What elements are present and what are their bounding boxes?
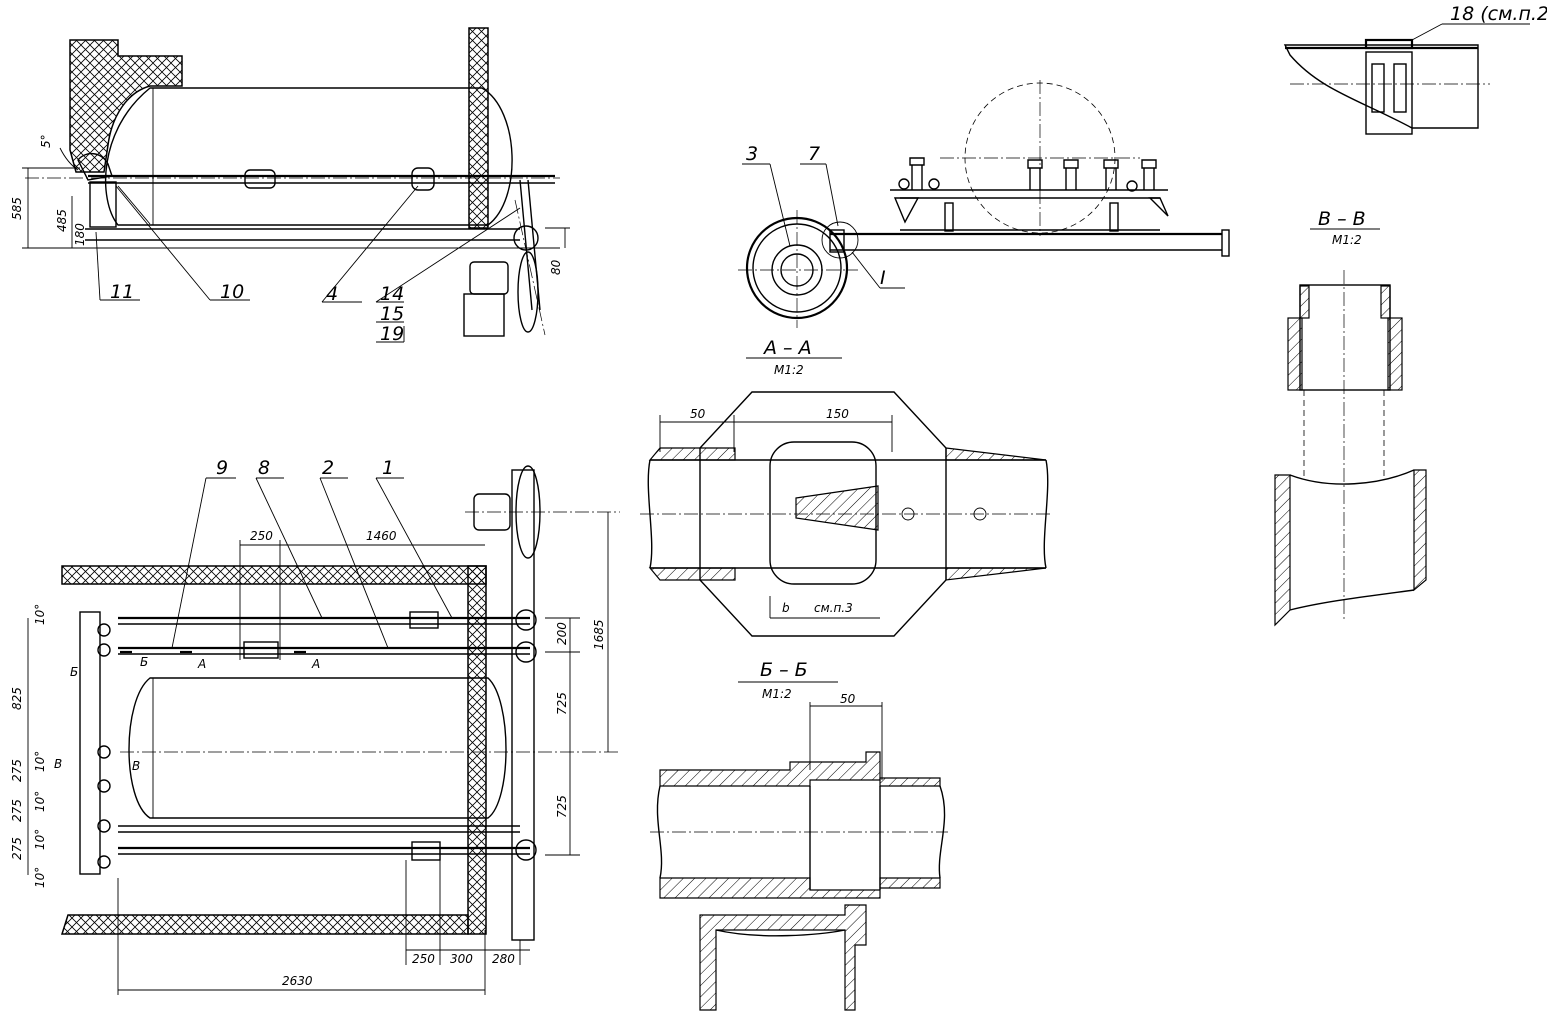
cut-mark-a-1: А	[197, 657, 206, 671]
dim-725-a: 725	[555, 692, 569, 715]
part-label-9: 9	[216, 457, 228, 479]
section-bb: Б – Б М1:2 50	[650, 659, 948, 1011]
part-label-11: 11	[110, 281, 134, 303]
dim-250-bottom: 250	[412, 952, 435, 966]
note-b: b	[782, 601, 790, 615]
dim-275-b: 275	[10, 799, 24, 822]
lever-left	[77, 153, 113, 181]
section-aa: А – А М1:2 50 150 b см.п.3	[640, 337, 1050, 637]
dim-2630: 2630	[282, 974, 313, 988]
detail-label-I: I	[880, 267, 886, 289]
part-label-10: 10	[220, 281, 244, 303]
dim-80: 80	[549, 259, 563, 275]
cut-mark-v-2: В	[132, 759, 140, 773]
dim-250-top: 250	[250, 529, 273, 543]
cut-mark-b-2: Б	[140, 655, 148, 669]
coupling-plan-2	[243, 641, 279, 659]
part-label-1: 1	[382, 457, 394, 479]
coupling-plan-1	[409, 611, 439, 629]
section-vv-scale: М1:2	[1332, 233, 1362, 247]
coupling-right	[411, 167, 435, 191]
section-vv-title: В – В	[1318, 208, 1366, 230]
clamp	[1364, 38, 1414, 50]
dim-200: 200	[555, 622, 569, 645]
lever-strip	[79, 611, 101, 875]
coupling-body-aa	[699, 391, 947, 637]
dim-825: 825	[10, 687, 24, 710]
angle-10-a: 10°	[33, 604, 47, 625]
part-label-14: 14	[380, 283, 404, 305]
dim-150: 150	[826, 407, 849, 421]
cut-mark-v-1: В	[54, 757, 62, 771]
masonry-wall-right-plan	[467, 565, 487, 935]
masonry-wall-left	[69, 39, 183, 173]
dim-280: 280	[492, 952, 515, 966]
dim-275-c: 275	[10, 837, 24, 860]
tank-body-plan	[128, 677, 507, 819]
masonry-wall-bottom	[60, 914, 469, 935]
tank-body	[104, 87, 513, 226]
note-ref: см.п.3	[814, 601, 853, 615]
part-label-15: 15	[380, 303, 404, 325]
coupling-plan-3	[411, 841, 441, 861]
angle-10-c: 10°	[33, 791, 47, 812]
front-view: I 3 7	[738, 80, 1230, 328]
dim-180: 180	[73, 223, 87, 246]
section-aa-scale: М1:2	[774, 363, 804, 377]
cut-mark-b-1: Б	[70, 665, 78, 679]
part-label-4: 4	[326, 283, 338, 305]
dim-725-b: 725	[555, 795, 569, 818]
side-elevation-view: 585 485 180 80 5° 11 10 4 14 15 19	[10, 27, 570, 345]
coupling-middle	[244, 169, 276, 189]
part-label-18: 18 (см.п.2)	[1450, 3, 1547, 25]
detail-circle-I	[821, 221, 859, 259]
gearbox	[469, 261, 509, 295]
cut-mark-a-2: А	[311, 657, 320, 671]
valve-row	[898, 157, 1157, 192]
angle-10-b: 10°	[33, 751, 47, 772]
rod-end	[1221, 229, 1230, 257]
dim-50-bb: 50	[840, 692, 856, 706]
angle-10-e: 10°	[33, 867, 47, 888]
rods-plan	[118, 616, 530, 855]
section-bb-title: Б – Б	[760, 659, 808, 681]
part-label-8: 8	[258, 457, 270, 479]
motor-base	[463, 293, 505, 337]
section-vv: В – В М1:2	[1274, 208, 1427, 627]
part-label-2: 2	[322, 457, 334, 479]
angle-5: 5°	[39, 134, 53, 148]
drive-shaft-plan	[511, 469, 535, 941]
section-aa-title: А – А	[762, 337, 812, 359]
angle-10-d: 10°	[33, 829, 47, 850]
plan-view: 250 1460 1685 200 725 725 825 275 275 27…	[10, 457, 620, 995]
section-bb-scale: М1:2	[762, 687, 792, 701]
masonry-wall-top	[61, 565, 487, 585]
dim-1685: 1685	[592, 619, 606, 650]
dim-1460: 1460	[366, 529, 397, 543]
part-label-3: 3	[746, 143, 758, 165]
part-label-19: 19	[380, 323, 404, 345]
levers-plan	[97, 623, 111, 869]
dim-585: 585	[10, 197, 24, 220]
part-label-7: 7	[808, 143, 820, 165]
detail-top-right: 18 (см.п.2)	[1283, 3, 1547, 135]
dim-275-a: 275	[10, 759, 24, 782]
dim-485: 485	[55, 209, 69, 232]
dim-50-aa: 50	[690, 407, 706, 421]
masonry-wall-right	[468, 27, 489, 229]
dim-300: 300	[450, 952, 473, 966]
